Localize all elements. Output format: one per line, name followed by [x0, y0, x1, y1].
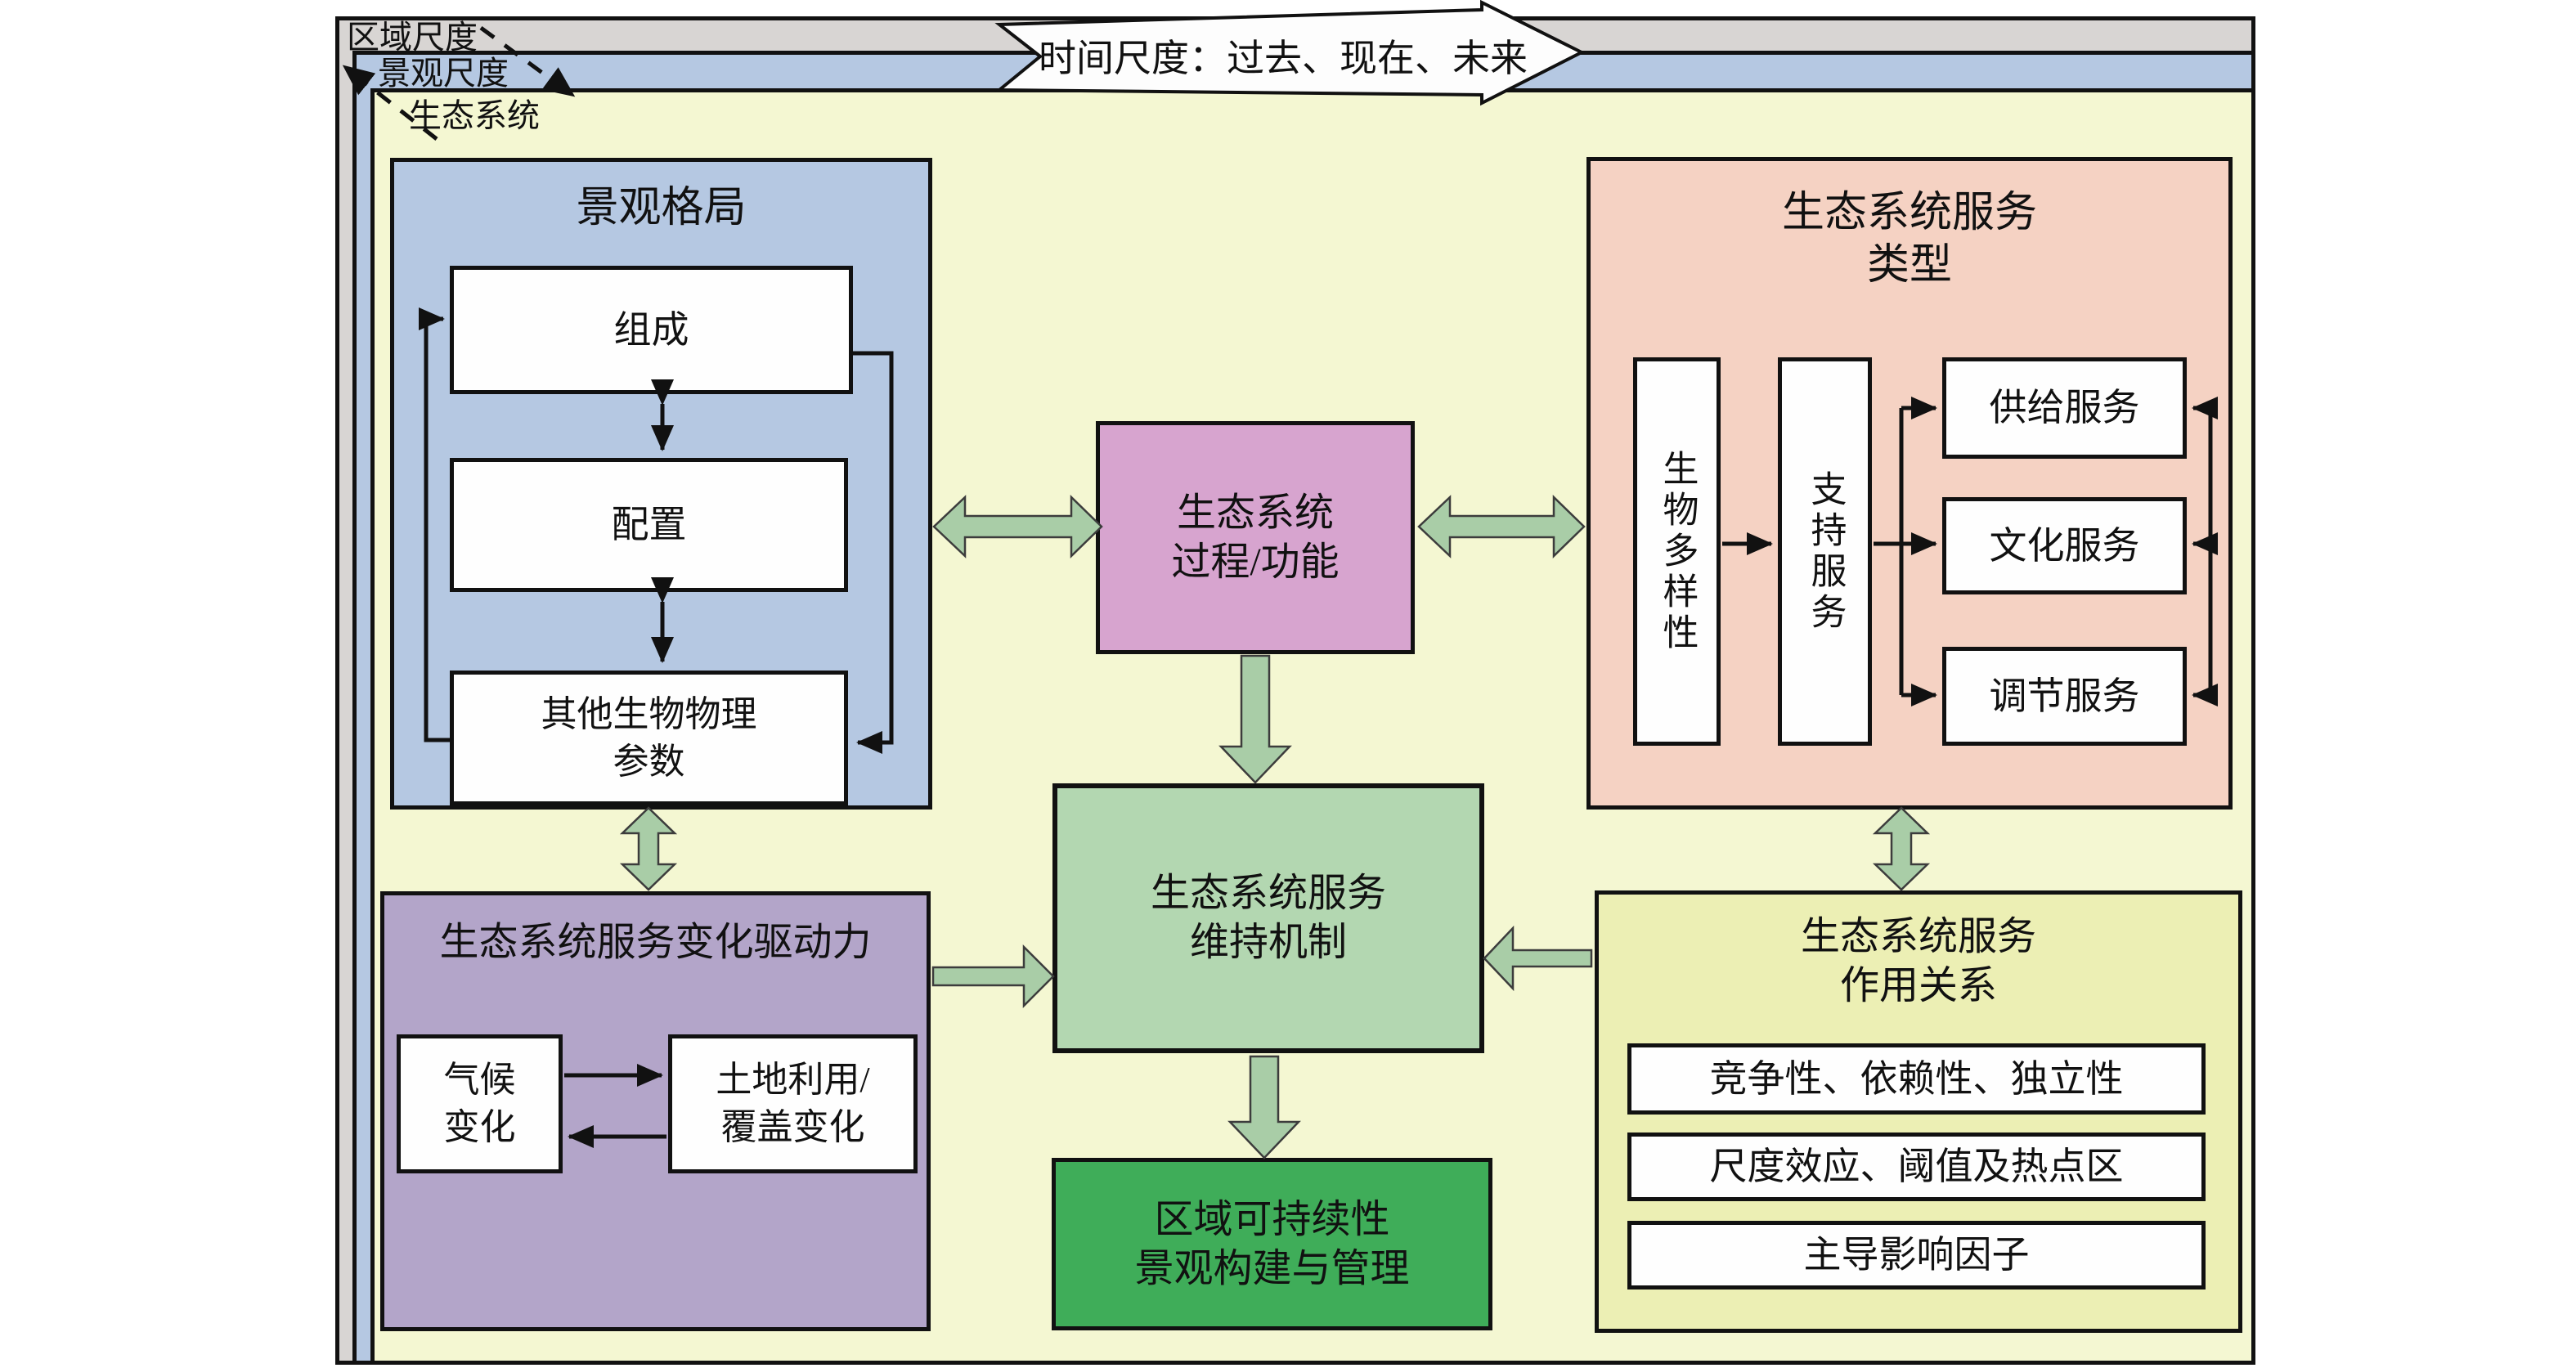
relations-title-line2: 作用关系 [1839, 964, 1997, 1007]
ecosystem-process-box: 生态系统 过程/功能 [1096, 421, 1415, 654]
relations-row2-label: 尺度效应、阈值及热点区 [1709, 1146, 2124, 1187]
composition-box: 组成 [450, 266, 853, 394]
landuse-line2: 覆盖变化 [720, 1107, 865, 1147]
relations-row1-label: 竞争性、依赖性、独立性 [1709, 1057, 2124, 1100]
other-biophysical-line2: 参数 [613, 741, 685, 782]
maintenance-line2: 维持机制 [1189, 921, 1347, 964]
landscape-pattern-title: 景观格局 [576, 185, 747, 231]
relations-row-dominant-factor: 主导影响因子 [1627, 1221, 2206, 1290]
landscape-scale-label: 景观尺度 [378, 55, 509, 92]
composition-label: 组成 [613, 308, 689, 351]
climate-change-box: 气候 变化 [397, 1034, 563, 1173]
landuse-change-box: 土地利用/ 覆盖变化 [668, 1034, 918, 1173]
biodiversity-box: 生物多样性 [1633, 357, 1721, 746]
relations-row-competition: 竞争性、依赖性、独立性 [1627, 1043, 2206, 1115]
cultural-service-label: 文化服务 [1989, 524, 2140, 567]
sustainable-line1: 区域可持续性 [1154, 1197, 1390, 1241]
relations-title-line1: 生态系统服务 [1800, 915, 2036, 958]
provisioning-service-label: 供给服务 [1989, 387, 2140, 428]
maintenance-box: 生态系统服务 维持机制 [1052, 783, 1484, 1053]
regional-scale-label: 区域尺度 [347, 19, 478, 56]
climate-line2: 变化 [443, 1107, 516, 1147]
process-line1: 生态系统 [1176, 491, 1334, 535]
relations-title: 生态系统服务 作用关系 [1801, 913, 2036, 1011]
service-types-title: 生态系统服务 类型 [1782, 187, 2037, 292]
service-types-title-line2: 类型 [1866, 242, 1952, 289]
process-line2: 过程/功能 [1171, 540, 1340, 584]
time-scale-arrow-label: 时间尺度：过去、现在、未来 [1039, 38, 1528, 79]
biodiversity-label: 生物多样性 [1657, 449, 1698, 654]
service-types-title-line1: 生态系统服务 [1781, 190, 2037, 236]
other-biophysical-line1: 其他生物物理 [541, 693, 757, 734]
ecosystem-scale-label: 生态系统 [409, 97, 540, 134]
regulating-service-box: 调节服务 [1942, 647, 2187, 746]
drivers-title: 生态系统服务变化驱动力 [439, 921, 872, 964]
landuse-line1: 土地利用/ [716, 1060, 870, 1100]
supporting-service-box: 支持服务 [1778, 357, 1872, 746]
cultural-service-box: 文化服务 [1942, 497, 2187, 594]
climate-line1: 气候 [443, 1060, 516, 1100]
relations-row-scale-effect: 尺度效应、阈值及热点区 [1627, 1133, 2206, 1201]
configuration-box: 配置 [450, 458, 848, 592]
relations-row3-label: 主导影响因子 [1803, 1234, 2030, 1276]
regulating-service-label: 调节服务 [1989, 675, 2140, 717]
supporting-service-label: 支持服务 [1805, 469, 1846, 634]
provisioning-service-box: 供给服务 [1942, 357, 2187, 459]
maintenance-line1: 生态系统服务 [1150, 872, 1386, 915]
other-biophysical-box: 其他生物物理 参数 [450, 671, 848, 805]
sustainable-line2: 景观构建与管理 [1134, 1246, 1410, 1290]
configuration-label: 配置 [611, 504, 687, 545]
sustainable-box: 区域可持续性 景观构建与管理 [1052, 1158, 1492, 1330]
